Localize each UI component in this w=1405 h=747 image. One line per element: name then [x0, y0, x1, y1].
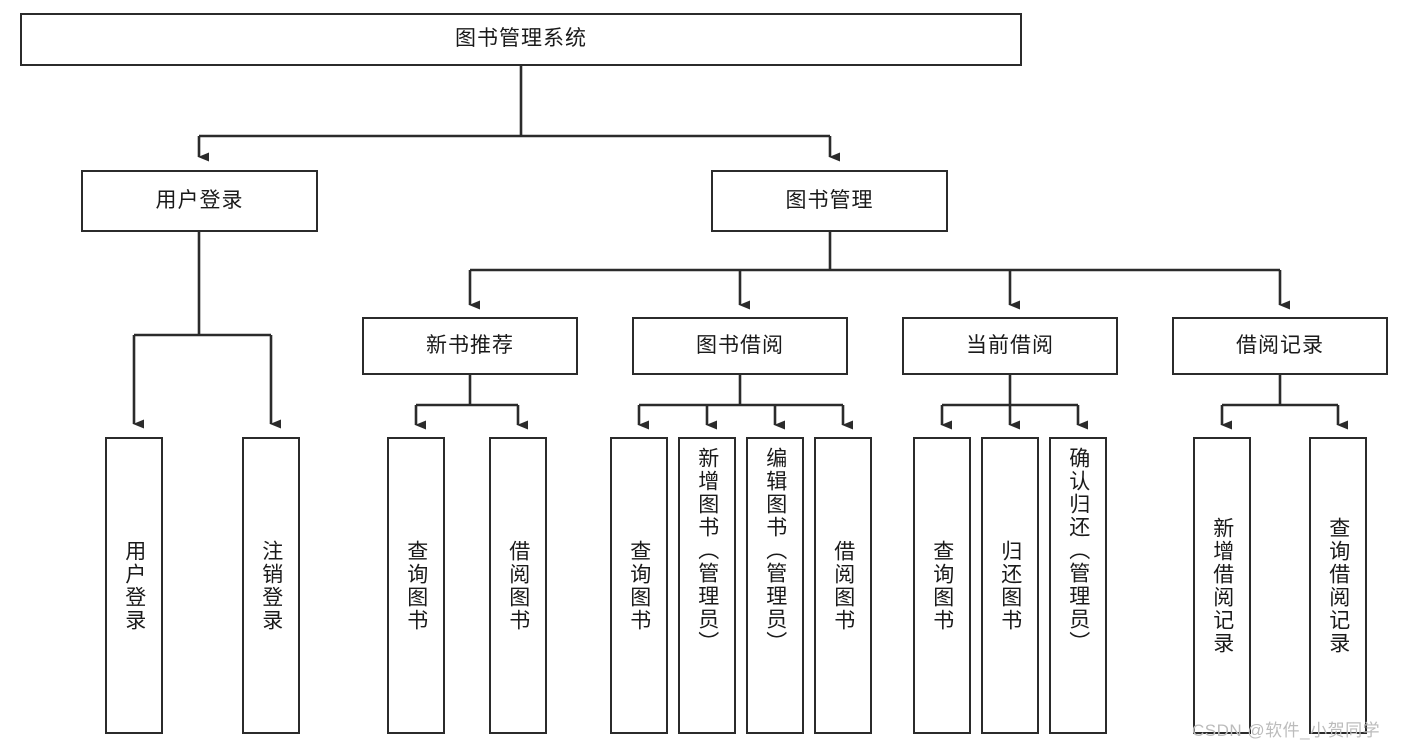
node-label: 注销登录	[259, 539, 283, 632]
node-label: 借阅图书	[506, 539, 530, 632]
leaf-edit-book-admin[interactable]: 编辑图书（管理员）	[746, 437, 804, 734]
node-label: 用户登录	[155, 188, 244, 212]
node-label: 借阅记录	[1236, 333, 1324, 357]
node-user-login[interactable]: 用户登录	[81, 170, 318, 232]
node-root-book-management-system[interactable]: 图书管理系统	[20, 13, 1022, 66]
node-borrow-record[interactable]: 借阅记录	[1172, 317, 1388, 375]
node-label: 图书管理系统	[455, 27, 587, 51]
node-label: 归还图书	[998, 539, 1022, 632]
node-book-management[interactable]: 图书管理	[711, 170, 948, 232]
node-label: 查询图书	[930, 539, 954, 632]
leaf-user-login[interactable]: 用户登录	[105, 437, 163, 734]
node-label: 确认归还（管理员）	[1066, 447, 1090, 654]
node-label: 查询图书	[627, 539, 651, 632]
node-label: 编辑图书（管理员）	[763, 447, 787, 654]
leaf-borrow-book-recommend[interactable]: 借阅图书	[489, 437, 547, 734]
leaf-borrow-book[interactable]: 借阅图书	[814, 437, 872, 734]
node-label: 图书管理	[785, 188, 874, 212]
leaf-add-borrow-record[interactable]: 新增借阅记录	[1193, 437, 1251, 734]
node-label: 借阅图书	[831, 539, 855, 632]
leaf-return-book[interactable]: 归还图书	[981, 437, 1039, 734]
leaf-add-book-admin[interactable]: 新增图书（管理员）	[678, 437, 736, 734]
leaf-query-borrow-record[interactable]: 查询借阅记录	[1309, 437, 1367, 734]
node-label: 新增图书（管理员）	[695, 447, 719, 654]
node-current-borrow[interactable]: 当前借阅	[902, 317, 1118, 375]
leaf-query-book-recommend[interactable]: 查询图书	[387, 437, 445, 734]
leaf-query-book-current[interactable]: 查询图书	[913, 437, 971, 734]
node-label: 新增借阅记录	[1210, 516, 1234, 655]
node-new-book-recommend[interactable]: 新书推荐	[362, 317, 578, 375]
node-book-borrow[interactable]: 图书借阅	[632, 317, 848, 375]
node-label: 查询图书	[404, 539, 428, 632]
node-label: 查询借阅记录	[1326, 516, 1350, 655]
node-label: 用户登录	[122, 539, 146, 632]
leaf-query-book-borrow[interactable]: 查询图书	[610, 437, 668, 734]
node-label: 图书借阅	[696, 333, 784, 357]
node-label: 新书推荐	[426, 333, 514, 357]
leaf-confirm-return-admin[interactable]: 确认归还（管理员）	[1049, 437, 1107, 734]
leaf-user-logout[interactable]: 注销登录	[242, 437, 300, 734]
node-label: 当前借阅	[966, 333, 1054, 357]
